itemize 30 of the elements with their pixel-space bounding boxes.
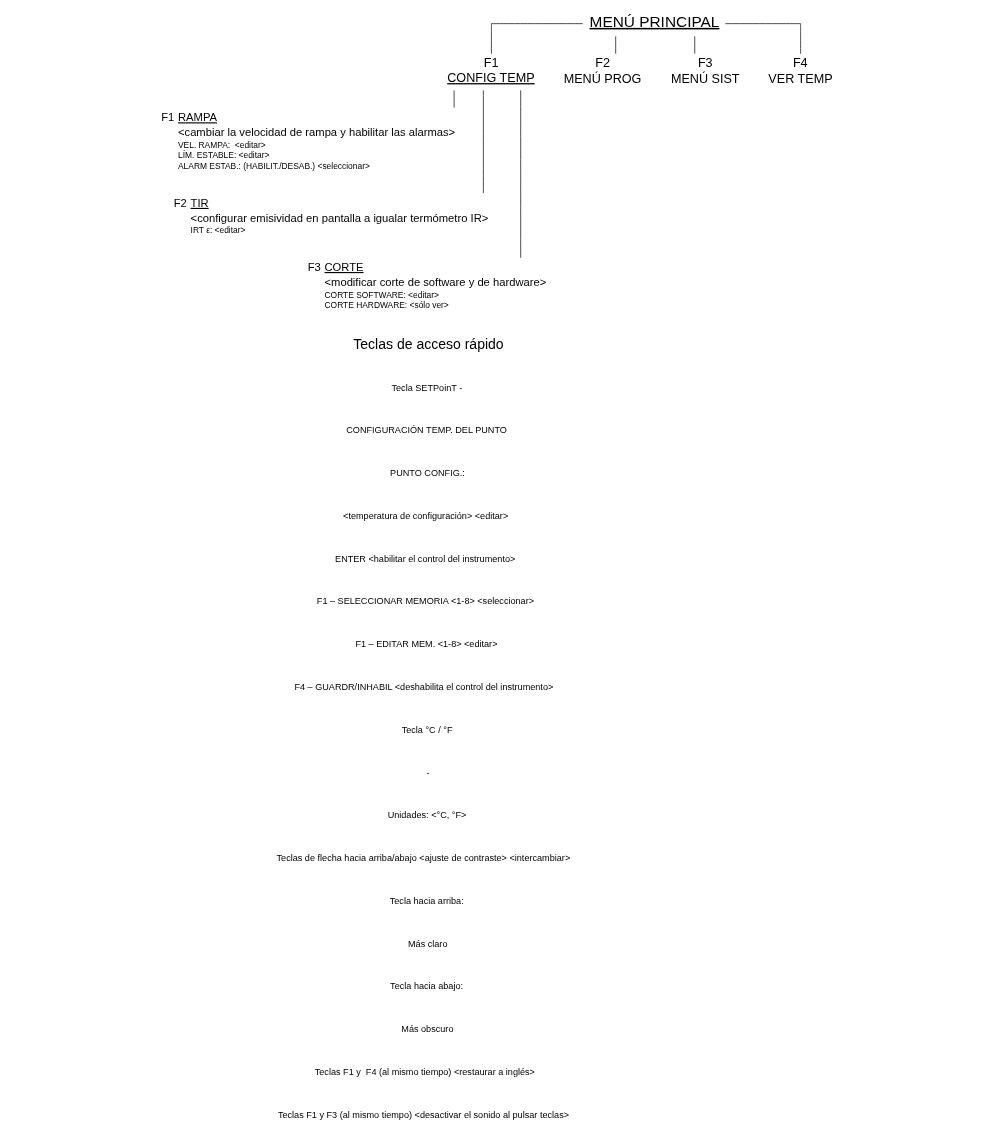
node-text: F3 MENÚ SIST [670, 56, 740, 86]
label: Unidades: <°C, °F> [387, 810, 466, 821]
label: Más obscuro [400, 1024, 453, 1035]
node-label: F2 [173, 196, 187, 209]
label: F1 – SELECCIONAR MEMORIA <1-8> <seleccionar> [316, 596, 534, 607]
node-text: CORTE <modificar corte de software y de hardware> CORTE SOFTWARE: <editar> CORTE HARDWARE: <sólo ver> [324, 261, 546, 311]
label: PUNTO CONFIG.: [389, 468, 465, 479]
node-text: TIR <configurar emisividad en pantalla a igualar termómetro IR> IRT ε: <editar> [190, 196, 488, 236]
label: Tecla °C / °F [401, 724, 452, 735]
node-text: MENÚ PRINCIPAL [589, 12, 719, 30]
node-text: F1 CONFIG TEMP [446, 56, 535, 86]
label: Teclas de acceso rápido [352, 335, 504, 352]
node-text: F2 MENÚ PROG [563, 56, 641, 86]
node-text: RAMPA <cambiar la velocidad de rampa y habilitar las alarmas> VEL. RAMPA: <editar> LÍM. ESTABLE: <editar> ALARM ESTAB.: (HABILIT./DESAB.) <seleccionar> [177, 111, 455, 171]
label: F4 – GUARDR/INHABIL <deshabilita el control del instrumento> [293, 682, 553, 693]
label: Tecla SETPoinT - [391, 382, 462, 393]
label: Tecla hacia arriba: [389, 895, 464, 906]
label: CONFIGURACIÓN TEMP. DEL PUNTO [345, 425, 507, 436]
label: ENTER <habilitar el control del instrumento> [334, 553, 515, 564]
label: Más claro [407, 938, 447, 949]
label: Tecla hacia abajo: [389, 981, 463, 992]
label: Teclas F1 y F3 (al mismo tiempo) <desactivar el sonido al pulsar teclas> [277, 1109, 569, 1120]
label: Teclas de flecha hacia arriba/abajo <ajuste de contraste> <intercambiar> [276, 853, 570, 864]
label: - [426, 767, 430, 778]
node-label: F1 [160, 111, 174, 124]
label: Teclas F1 y F4 (al mismo tiempo) <restaurar a inglés> [314, 1066, 535, 1077]
node-text: F4 VER TEMP [767, 56, 833, 86]
label: <temperatura de configuración> <editar> [342, 510, 508, 521]
node-label: F3 [307, 261, 321, 274]
label: F1 – EDITAR MEM. <1-8> <editar> [354, 639, 497, 650]
